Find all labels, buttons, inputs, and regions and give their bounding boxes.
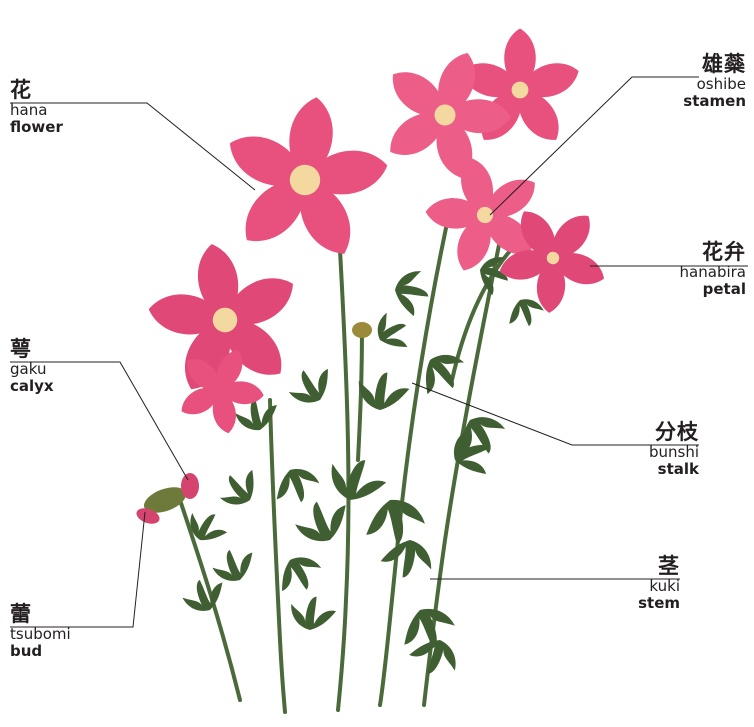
label-bud-english: bud (10, 643, 71, 660)
label-stamen-kanji: 雄蘂 (683, 52, 746, 76)
label-calyx: 萼 gaku calyx (10, 337, 54, 396)
label-calyx-english: calyx (10, 378, 54, 395)
label-stem-kanji: 茎 (638, 554, 680, 578)
label-stalk-romaji: bunshi (649, 444, 699, 461)
label-bud-romaji: tsubomi (10, 626, 71, 643)
label-flower-kanji: 花 (10, 78, 63, 102)
stem-4 (270, 400, 285, 712)
label-stem-romaji: kuki (638, 578, 680, 595)
label-petal-english: petal (680, 281, 746, 298)
label-flower-romaji: hana (10, 102, 63, 119)
label-flower-english: flower (10, 119, 63, 136)
label-flower: 花 hana flower (10, 78, 63, 137)
label-petal-kanji: 花弁 (680, 240, 746, 264)
label-bud-kanji: 蕾 (10, 602, 71, 626)
label-stamen: 雄蘂 oshibe stamen (683, 52, 746, 111)
label-petal: 花弁 hanabira petal (680, 240, 746, 299)
flower-main (209, 85, 402, 271)
label-stalk-english: stalk (649, 461, 699, 478)
label-stem: 茎 kuki stem (638, 554, 680, 613)
label-calyx-kanji: 萼 (10, 337, 54, 361)
label-petal-romaji: hanabira (680, 264, 746, 281)
label-bud: 蕾 tsubomi bud (10, 602, 71, 661)
label-stem-english: stem (638, 595, 680, 612)
label-stamen-english: stamen (683, 93, 746, 110)
label-stamen-romaji: oshibe (683, 76, 746, 93)
label-calyx-romaji: gaku (10, 361, 54, 378)
label-stalk-kanji: 分枝 (649, 420, 699, 444)
stem-6 (358, 330, 362, 460)
label-stalk: 分枝 bunshi stalk (649, 420, 699, 479)
